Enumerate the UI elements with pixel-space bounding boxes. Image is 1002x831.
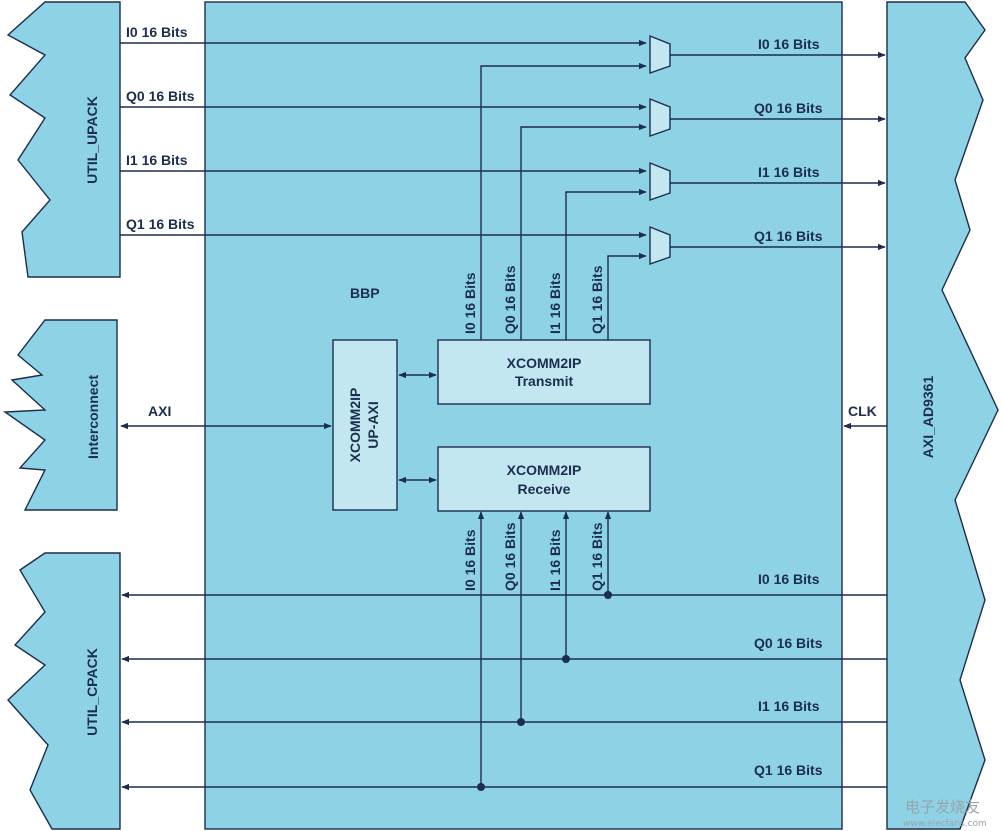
receive-block (437, 446, 651, 512)
tx-out-label-3: Q1 16 Bits (754, 228, 823, 244)
rx-in-label-1: Q0 16 Bits (754, 635, 823, 651)
tx-out-label-2: I1 16 Bits (758, 164, 820, 180)
junction-dot (517, 718, 525, 726)
tx-q0-line (520, 123, 647, 340)
transmit-label-1: XCOMM2IP (507, 355, 582, 371)
watermark-url: www.elecfans.com (903, 819, 987, 829)
upack-label-3: Q1 16 Bits (126, 216, 195, 232)
mux-q1 (649, 225, 671, 265)
mux-q0 (649, 97, 671, 137)
transmit-block (437, 339, 651, 405)
rx-in-label-2: I1 16 Bits (758, 698, 820, 714)
watermark-text: 电子发烧友 (905, 798, 980, 816)
util-cpack-label: UTIL_CPACK (84, 648, 100, 736)
receive-label-2: Receive (518, 481, 571, 497)
util-upack-label: UTIL_UPACK (84, 96, 100, 184)
up-axi-label-1: XCOMM2IP (347, 388, 363, 463)
util-cpack-block (7, 552, 121, 830)
axi-ad9361-block (886, 1, 999, 830)
junction-dot (562, 655, 570, 663)
transmit-label-2: Transmit (515, 373, 574, 389)
tx-q1-line (607, 252, 647, 340)
up-axi-label-2: UP-AXI (365, 401, 381, 448)
rx-vert-label-1: Q0 16 Bits (502, 522, 518, 591)
receive-label-1: XCOMM2IP (507, 462, 582, 478)
mux-i0 (649, 34, 671, 74)
bbp-label: BBP (350, 285, 380, 301)
axi-ad9361-label: AXI_AD9361 (920, 376, 936, 459)
rx-vert-label-0: I0 16 Bits (462, 529, 478, 591)
rx-vert-label-3: Q1 16 Bits (589, 522, 605, 591)
upack-label-0: I0 16 Bits (126, 24, 188, 40)
junction-dot (477, 783, 485, 791)
mux-i1 (649, 161, 671, 201)
util-upack-block (6, 1, 121, 278)
clk-label: CLK (848, 403, 877, 419)
axi-label: AXI (148, 403, 171, 419)
upack-label-2: I1 16 Bits (126, 152, 188, 168)
junction-dot (604, 591, 612, 599)
interconnect-label: Interconnect (85, 375, 101, 459)
rx-in-label-0: I0 16 Bits (758, 571, 820, 587)
rx-vert-label-2: I1 16 Bits (547, 529, 563, 591)
upack-label-1: Q0 16 Bits (126, 88, 195, 104)
tx-vert-label-2: I1 16 Bits (547, 272, 563, 334)
tx-vert-label-0: I0 16 Bits (462, 272, 478, 334)
bbp-block (204, 1, 843, 830)
tx-vert-label-1: Q0 16 Bits (502, 265, 518, 334)
tx-out-label-0: I0 16 Bits (758, 36, 820, 52)
tx-i0-line (480, 62, 647, 340)
tx-i1-line (565, 188, 647, 340)
tx-out-label-1: Q0 16 Bits (754, 100, 823, 116)
up-axi-block (332, 339, 398, 511)
interconnect-block (2, 319, 118, 511)
rx-in-label-3: Q1 16 Bits (754, 762, 823, 778)
tx-vert-label-3: Q1 16 Bits (589, 265, 605, 334)
